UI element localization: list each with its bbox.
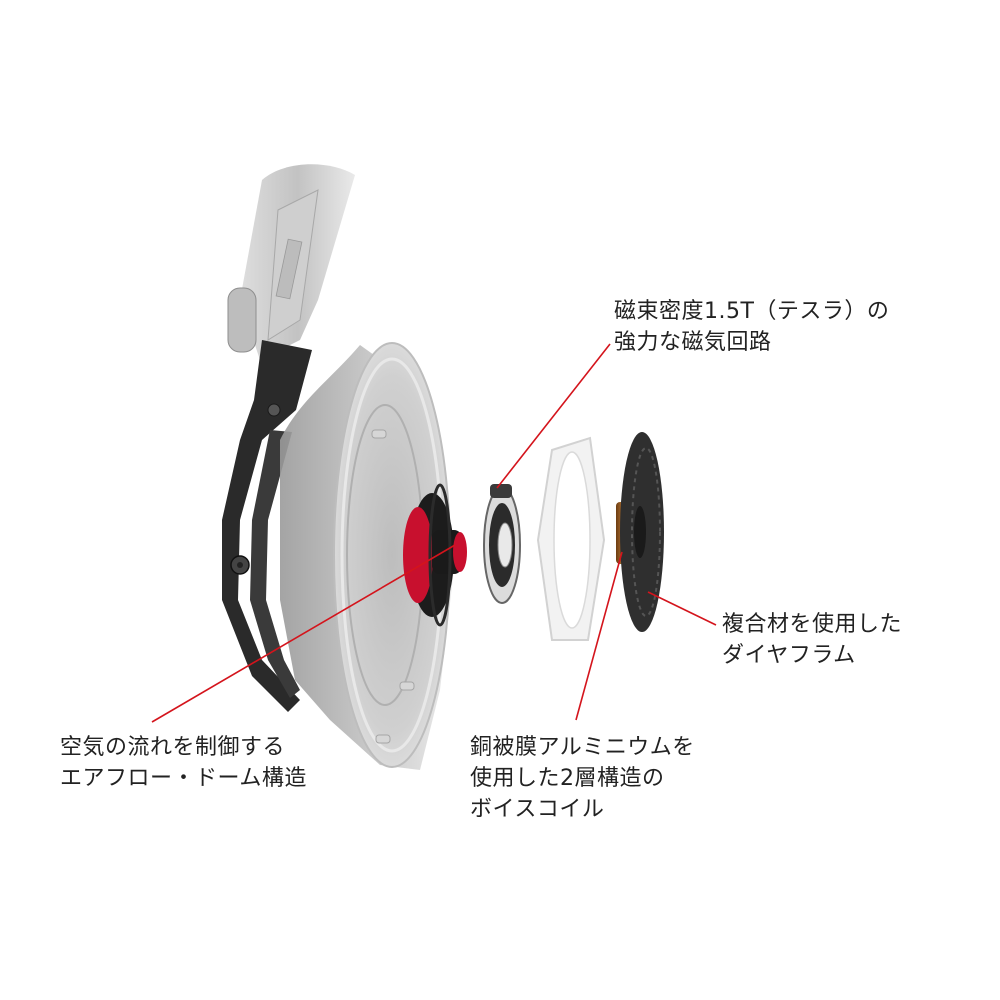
cup-peg — [399, 681, 415, 691]
cup-peg — [375, 734, 391, 744]
yoke-screw-top — [267, 403, 281, 417]
yoke-arm — [222, 340, 312, 712]
callout-text: 複合材を使用した — [722, 612, 903, 637]
spacer-inner — [553, 451, 591, 629]
callout-text: 銅被膜アルミニウムを — [470, 735, 695, 760]
callout-text: ボイスコイル — [470, 797, 605, 822]
hinge-knob — [227, 287, 257, 353]
callout-text: 磁束密度1.5T（テスラ）の — [614, 299, 890, 324]
leader-line-dome — [151, 544, 456, 723]
callout-magnetic-circuit: 磁束密度1.5T（テスラ）の 強力な磁気回路 — [614, 296, 889, 358]
leader-line-coil — [575, 551, 623, 721]
callout-voice-coil: 銅被膜アルミニウムを 使用した2層構造の ボイスコイル — [470, 732, 695, 825]
headband-grip — [275, 238, 303, 300]
airflow-dome-stem-cap — [453, 532, 467, 572]
magnet-ring-top — [490, 484, 512, 498]
callout-diaphragm: 複合材を使用した ダイヤフラム — [722, 609, 902, 671]
magnet-ring-hole — [497, 522, 513, 568]
airflow-dome-flange — [428, 483, 452, 627]
yoke-inner-frame — [250, 430, 300, 698]
callout-text: 空気の流れを制御する — [60, 735, 286, 760]
leader-line-diaphragm — [647, 591, 717, 626]
airflow-dome-red — [403, 507, 433, 603]
diaphragm-center — [634, 506, 646, 558]
diaphragm-ridges — [631, 447, 661, 617]
callout-airflow-dome: 空気の流れを制御する エアフロー・ドーム構造 — [60, 732, 307, 794]
callout-text: エアフロー・ドーム構造 — [60, 766, 307, 791]
yoke-screw-mid-inner — [237, 562, 243, 568]
cup-peg — [371, 429, 387, 439]
callout-text: 強力な磁気回路 — [614, 330, 772, 355]
callout-text: 使用した2層構造の — [470, 766, 665, 791]
callout-text: ダイヤフラム — [722, 643, 856, 668]
leader-line-magnet — [496, 343, 611, 489]
